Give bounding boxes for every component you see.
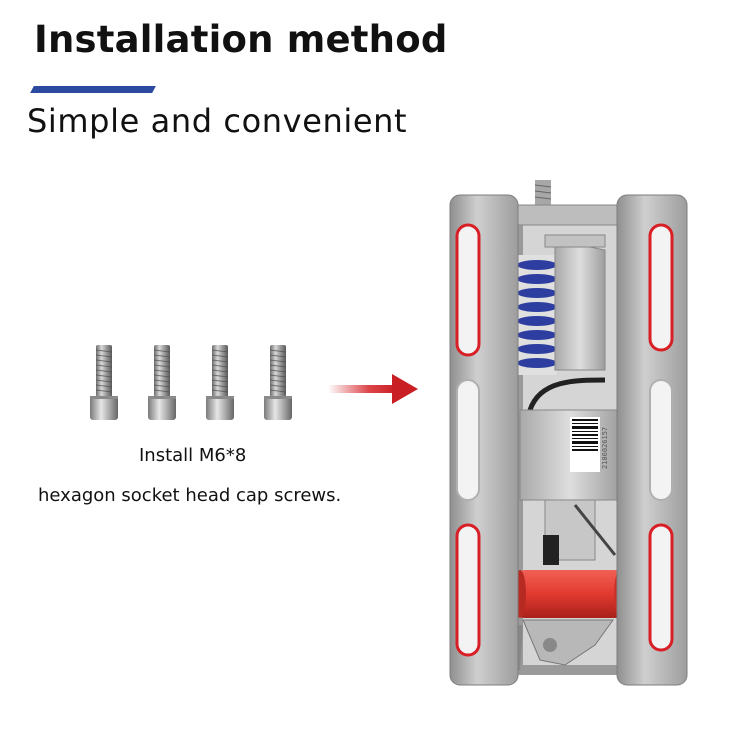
title-accent-bar — [30, 86, 156, 93]
page-title: Installation method — [34, 18, 448, 61]
screw-caption-line2: hexagon socket head cap screws. — [38, 485, 342, 506]
screw-1 — [89, 344, 119, 421]
right-side-plate — [616, 194, 688, 686]
screw-2 — [147, 344, 177, 421]
red-arrow-right-icon — [328, 374, 418, 404]
red-roller — [515, 570, 625, 618]
screw-caption-line1: Install M6*8 — [139, 445, 247, 466]
barcode: 2106026157 — [570, 417, 609, 472]
blue-spring — [517, 255, 557, 375]
left-side-plate — [449, 194, 519, 686]
page-subtitle: Simple and convenient — [27, 102, 408, 140]
mounting-bracket-device: 2106026157 — [449, 180, 688, 686]
screw-3 — [205, 344, 235, 421]
screws-illustration — [89, 344, 293, 421]
screw-4 — [263, 344, 293, 421]
barcode-number: 2106026157 — [601, 427, 609, 469]
